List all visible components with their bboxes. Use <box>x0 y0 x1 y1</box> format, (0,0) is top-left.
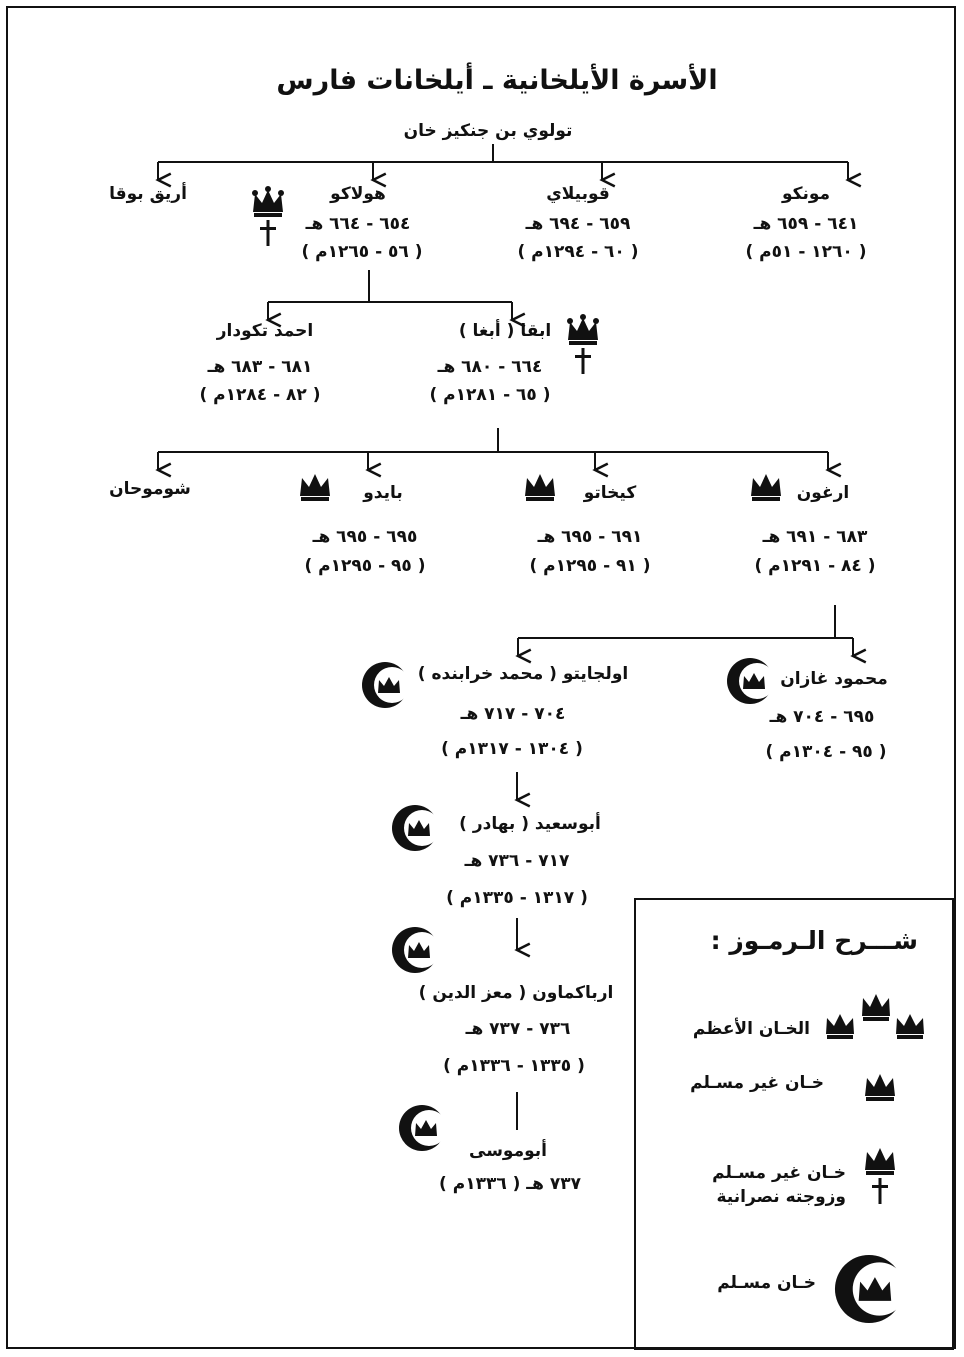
crown-icon <box>525 474 555 501</box>
root-node-tolui: تولوي بن جنكيز خان <box>403 121 573 141</box>
legend-great-khan-label: الخـان الأعظم <box>692 1019 810 1039</box>
node-baydu-hijri: ٦٩٥ - ٦٩٥ هـ <box>312 527 418 547</box>
crown-icon <box>300 474 330 501</box>
node-kublai-hijri: ٦٥٩ - ٦٩٤ هـ <box>525 214 631 234</box>
crescent-crown-icon <box>727 658 775 704</box>
node-arghun-name: ارغون <box>796 483 850 503</box>
legend-non-muslim-christian-line2: وزوجته نصرانية <box>716 1187 846 1207</box>
great-khan-crowns-icon <box>826 994 924 1039</box>
legend-muslim-label: خـان مسـلم <box>717 1273 816 1293</box>
crown-icon <box>252 186 284 246</box>
node-arghun-hijri: ٦٨٣ - ٦٩١ هـ <box>762 527 868 547</box>
crown-cross-icon <box>865 1148 895 1204</box>
node-musa-dates: ٧٣٧ هـ ( ١٣٣٦م ) <box>439 1174 581 1194</box>
node-gaykhatu-name: كيخاتو <box>583 483 637 503</box>
crescent-crown-icon <box>362 662 410 708</box>
diagram-title: الأسرة الأيلخانية ـ أيلخانات فارس <box>276 65 718 96</box>
node-kublai-greg: ( ٦٠ - ١٢٩٤م ) <box>517 242 639 262</box>
node-oljeitu-hijri: ٧٠٤ - ٧١٧ هـ <box>460 704 566 724</box>
legend-non-muslim-label: خـان غير مسـلم <box>690 1073 824 1093</box>
node-arpa-hijri: ٧٣٦ - ٧٣٧ هـ <box>465 1019 571 1039</box>
node-ghazan-hijri: ٦٩٥ - ٧٠٤ هـ <box>769 707 875 727</box>
node-musa-name: أبوموسى <box>469 1141 547 1161</box>
node-tekuder-hijri: ٦٨١ - ٦٨٣ هـ <box>207 357 313 377</box>
node-abusaid-name: أبوسعيد ( بهادر ) <box>459 814 601 834</box>
node-mongke-name: مونكو <box>781 184 831 204</box>
node-ghazan-greg: ( ٩٥ - ١٣٠٤م ) <box>765 742 887 762</box>
node-mongke-greg: ( ١٢٦٠ - ٥١م ) <box>745 242 867 262</box>
node-hulagu-name: هولاكو <box>330 184 386 204</box>
node-hulagu-hijri: ٦٥٤ - ٦٦٤ هـ <box>305 214 411 234</box>
node-arghun-greg: ( ٨٤ - ١٢٩١م ) <box>754 556 876 576</box>
node-abusaid-hijri: ٧١٧ - ٧٣٦ هـ <box>464 851 570 871</box>
node-oljeitu-greg: ( ١٣٠٤ - ١٣١٧م ) <box>441 739 583 759</box>
legend-box: شـــرح الـرمـوز : الخـان الأعظم خـان غير… <box>634 898 954 1350</box>
node-abusaid-greg: ( ١٣١٧ - ١٣٣٥م ) <box>446 888 588 908</box>
crown-cross-icon <box>567 314 599 374</box>
node-ghazan-name: محمود غازان <box>780 669 888 689</box>
crown-icon <box>751 474 781 501</box>
node-gaykhatu-hijri: ٦٩١ - ٦٩٥ هـ <box>537 527 643 547</box>
node-shomojan-name: شوموحان <box>109 479 191 499</box>
node-baydu-name: بايدو <box>363 483 403 503</box>
node-arpa-greg: ( ١٣٣٥ - ١٣٣٦م ) <box>443 1056 585 1076</box>
crescent-crown-icon <box>392 805 440 851</box>
node-gaykhatu-greg: ( ٩١ - ١٢٩٥م ) <box>529 556 651 576</box>
node-oljeitu-name: اولجايتو ( محمد خرابنده ) <box>417 664 629 684</box>
non-muslim-crown-icon <box>865 1074 895 1101</box>
node-arpa-name: ارباكماون ( معز الدين ) <box>418 983 614 1003</box>
muslim-crescent-icon <box>834 1254 906 1324</box>
page-frame <box>6 6 956 1349</box>
crescent-crown-icon <box>399 1105 447 1151</box>
node-abaqa-hijri: ٦٦٤ - ٦٨٠ هـ <box>437 357 543 377</box>
node-baydu-greg: ( ٩٥ - ١٢٩٥م ) <box>304 556 426 576</box>
node-tekuder-greg: ( ٨٢ - ١٢٨٤م ) <box>199 385 321 405</box>
legend-non-muslim-christian-line1: خـان غير مسـلم <box>712 1163 846 1183</box>
node-abaqa-greg: ( ٦٥ - ١٢٨١م ) <box>429 385 551 405</box>
crescent-crown-icon <box>392 927 440 973</box>
node-mongke-hijri: ٦٤١ - ٦٥٩ هـ <box>753 214 859 234</box>
node-kublai-name: قوبيلاي <box>546 184 610 204</box>
node-abaqa-name: ابقا ( أبغا ) <box>458 321 552 341</box>
node-hulagu-greg: ( ٥٦ - ١٢٦٥م ) <box>301 242 423 262</box>
legend-title: شـــرح الـرمـوز : <box>710 926 918 955</box>
node-ariq-name: أريق بوقا <box>109 184 187 204</box>
node-tekuder-name: احمد تكودار <box>216 321 314 341</box>
